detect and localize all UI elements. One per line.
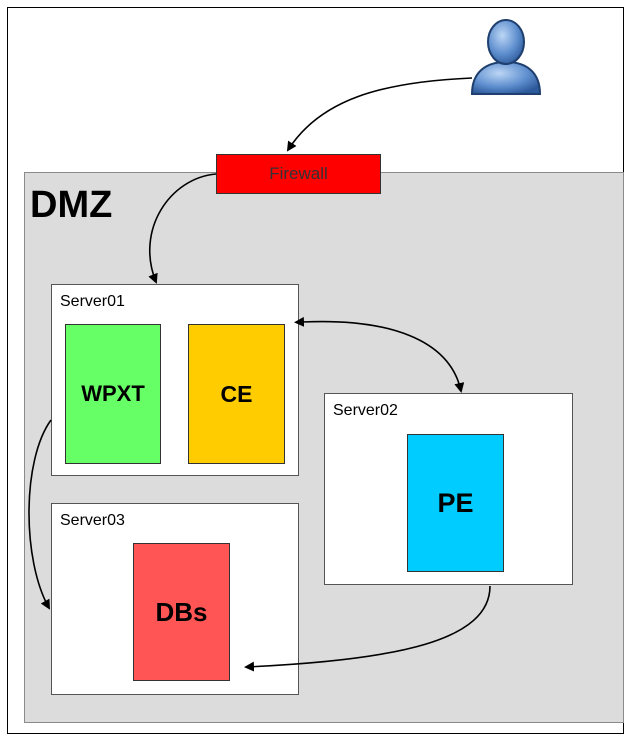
- dmz-label: DMZ: [30, 184, 113, 226]
- user-icon: [470, 19, 542, 95]
- server02-to-server03-arrow: [244, 585, 491, 672]
- firewall-to-server01-arrow: [148, 173, 217, 284]
- dbs-component: DBs: [133, 543, 230, 681]
- server02-label: Server02: [333, 402, 398, 419]
- firewall-label: Firewall: [269, 164, 328, 183]
- wpxt-component: WPXT: [65, 324, 161, 464]
- server01-server02-arrow: [294, 316, 465, 393]
- pe-label: PE: [437, 487, 474, 518]
- server01-label: Server01: [60, 293, 125, 310]
- firewall-box: Firewall: [216, 154, 381, 194]
- server03-label: Server03: [60, 512, 125, 529]
- ce-label: CE: [220, 380, 253, 407]
- wpxt-label: WPXT: [81, 381, 145, 406]
- user-to-firewall-arrow: [286, 77, 473, 152]
- ce-component: CE: [188, 324, 285, 464]
- server01-to-server03-arrow: [28, 419, 52, 610]
- dbs-label: DBs: [155, 596, 208, 627]
- pe-component: PE: [407, 434, 504, 572]
